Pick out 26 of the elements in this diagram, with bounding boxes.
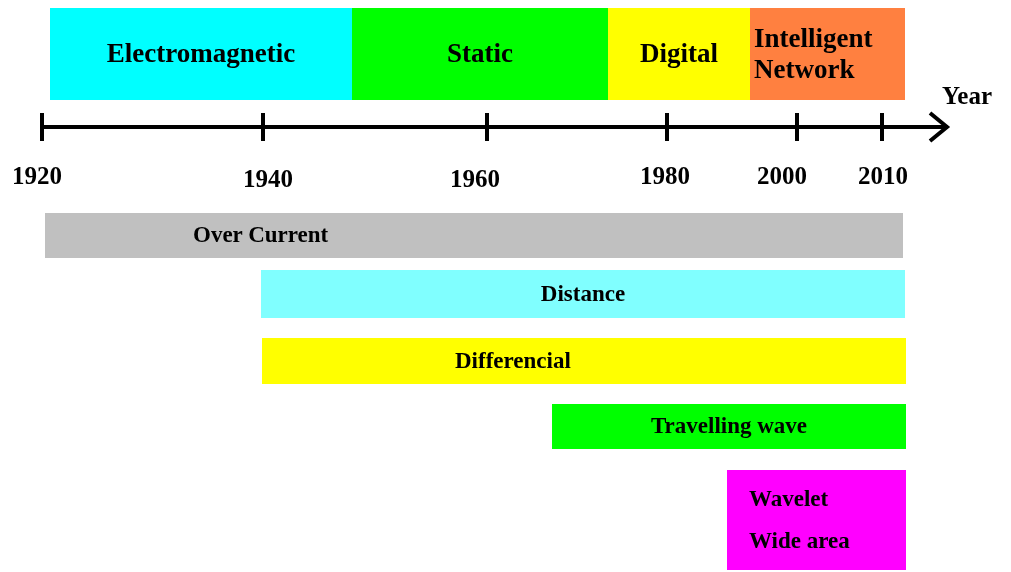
bar-label: Travelling wave <box>650 413 808 440</box>
axis-title: Year <box>942 82 992 110</box>
year-label: 1920 <box>12 162 62 190</box>
protection-bar <box>261 270 905 318</box>
protection-bar <box>262 338 906 384</box>
year-label: 1960 <box>450 165 500 193</box>
bar-label: Digital <box>640 38 718 70</box>
era-bar <box>50 8 352 100</box>
protection-bar <box>552 404 906 449</box>
era-bar <box>750 8 905 100</box>
protection-bar <box>45 213 903 258</box>
era-bar <box>352 8 608 100</box>
bar-label: Intelligent Network <box>754 22 874 86</box>
bar-label: Static <box>447 38 513 70</box>
bar-label: Distance <box>540 280 626 308</box>
bar-label: Wide area <box>749 527 850 555</box>
protection-bar <box>727 470 906 570</box>
year-label: 2000 <box>757 162 807 190</box>
bar-label: Wavelet <box>749 485 829 513</box>
year-label: 2010 <box>858 162 908 190</box>
year-label: 1940 <box>243 165 293 193</box>
year-label: 1980 <box>640 162 690 190</box>
bar-label: Electromagnetic <box>106 38 296 70</box>
era-bar <box>608 8 750 100</box>
bar-label: Differencial <box>455 347 571 375</box>
bar-label: Over Current <box>193 222 329 249</box>
